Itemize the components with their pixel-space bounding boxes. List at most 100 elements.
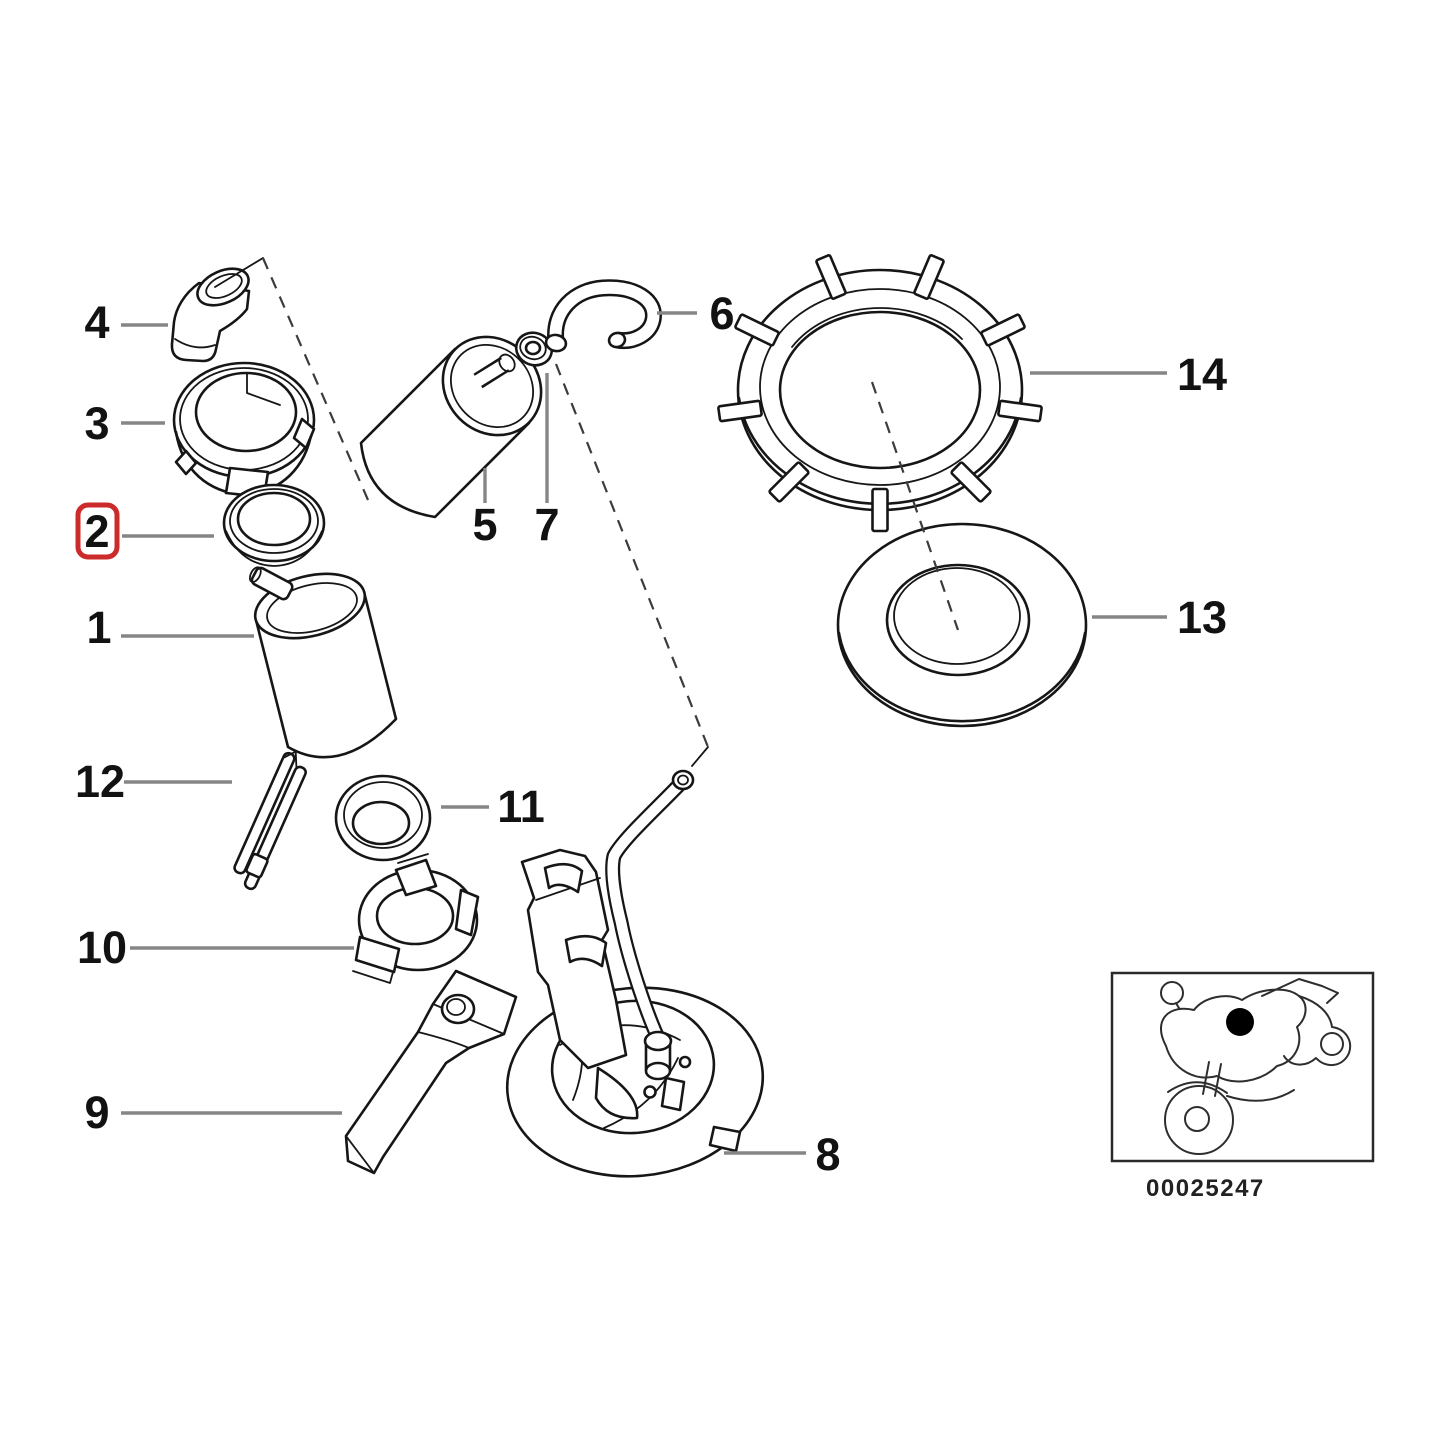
- seal-skirt: [837, 631, 1087, 723]
- axis-dashed-rings: [870, 381, 960, 631]
- fitting-bolt-1: [643, 1085, 657, 1099]
- part-label-2[interactable]: 2: [84, 506, 109, 557]
- part-label-13[interactable]: 13: [1177, 592, 1227, 643]
- mirror: [1160, 981, 1184, 1005]
- grommet-inner: [351, 800, 411, 846]
- rear-cowl: [1283, 995, 1351, 1066]
- callouts: 4 3 2 1 12 11 10 9: [75, 288, 1227, 1180]
- callout-6[interactable]: 6: [657, 288, 735, 339]
- tab: [815, 254, 847, 300]
- collar-tab-right: [292, 417, 316, 450]
- flange-stub: [708, 1125, 742, 1153]
- bracket-outline: [344, 969, 518, 1175]
- part-9-support-bracket: [344, 969, 518, 1175]
- tab: [768, 461, 810, 503]
- part-4-elbow-hose: [170, 267, 251, 363]
- bracket-hole-inner: [446, 998, 466, 1016]
- vehicle-thumbnail: 00025247: [1110, 971, 1375, 1202]
- part-14-lock-ring: [717, 254, 1043, 533]
- part-label-6[interactable]: 6: [709, 288, 734, 339]
- front-fender: [1167, 1081, 1228, 1094]
- pipe-opening-inner: [677, 774, 689, 786]
- part-label-9[interactable]: 9: [84, 1087, 109, 1138]
- tab: [734, 313, 780, 347]
- callout-4[interactable]: 4: [84, 297, 168, 348]
- axis-tick-part-4: [214, 257, 264, 288]
- part-label-1[interactable]: 1: [86, 602, 111, 653]
- nipple-body: [250, 566, 294, 601]
- filter-face-rim: [449, 343, 535, 429]
- motorcycle-sketch-icon: [1160, 978, 1351, 1155]
- hose-end-right: [607, 331, 627, 349]
- lockring-rim: [759, 288, 1001, 486]
- tab: [717, 399, 763, 423]
- fitting-bolt-2: [678, 1055, 692, 1069]
- flange-fan-3: [603, 1057, 679, 1129]
- part-label-5[interactable]: 5: [472, 499, 497, 550]
- part-label-8[interactable]: 8: [815, 1129, 840, 1180]
- bracket-slot-top: [543, 862, 584, 894]
- bracket-slot-mid: [564, 934, 608, 968]
- selected-part-highlight-box: [75, 502, 120, 560]
- callout-10[interactable]: 10: [77, 922, 354, 973]
- clamp-tab-right: [454, 888, 480, 937]
- tab: [997, 399, 1043, 423]
- fitting-cap-2: [644, 1061, 672, 1081]
- flange-fittings: [643, 1030, 692, 1112]
- ring-mid: [229, 488, 319, 554]
- callout-11[interactable]: 11: [441, 781, 545, 832]
- callout-13[interactable]: 13: [1092, 592, 1227, 643]
- pump-top-rim: [266, 582, 358, 634]
- callout-14[interactable]: 14: [1030, 349, 1227, 400]
- callout-3[interactable]: 3: [84, 398, 165, 449]
- clip-tip: [283, 750, 298, 769]
- windscreen: [1261, 978, 1339, 1004]
- callout-9[interactable]: 9: [84, 1087, 342, 1138]
- part-5-fuel-filter: [359, 335, 543, 519]
- part-label-11[interactable]: 11: [497, 781, 545, 832]
- part-label-4[interactable]: 4: [84, 297, 109, 348]
- part-13-tank-seal: [836, 522, 1088, 728]
- part-label-14[interactable]: 14: [1177, 349, 1227, 400]
- part-6-curved-hose: [544, 279, 662, 353]
- hose-fill: [549, 281, 660, 347]
- washer-mid: [519, 335, 547, 361]
- clamp-top-edge: [397, 853, 429, 864]
- clip-hook: [245, 852, 269, 879]
- part-1-fuel-pump: [248, 566, 398, 759]
- tank-location-dot: [1226, 1008, 1254, 1036]
- part-2-sealing-ring: [222, 483, 326, 567]
- ring-inner: [236, 491, 312, 547]
- callout-12[interactable]: 12: [75, 756, 232, 807]
- bracket-fold: [535, 877, 601, 901]
- hose-end-left: [544, 333, 568, 353]
- elbow-end-cap: [174, 338, 216, 349]
- collar-tab-left: [174, 449, 198, 476]
- part-12-retaining-clip: [233, 750, 307, 891]
- callout-1[interactable]: 1: [86, 602, 254, 653]
- lockring-opening: [778, 310, 982, 470]
- callout-5[interactable]: 5: [472, 468, 498, 550]
- tab: [950, 461, 992, 503]
- part-label-12[interactable]: 12: [75, 756, 125, 807]
- filter-stub-cap: [498, 353, 516, 373]
- part-10-clamp-holder: [352, 853, 480, 984]
- clamp-tab-left-edge: [352, 959, 394, 984]
- part-label-10[interactable]: 10: [77, 922, 127, 973]
- lockring-tabs: [717, 254, 1043, 533]
- fitting-cap-1: [643, 1030, 673, 1052]
- part-label-7[interactable]: 7: [534, 499, 559, 550]
- pump-nipple: [248, 566, 294, 601]
- callout-2[interactable]: 2: [75, 502, 214, 560]
- callout-7[interactable]: 7: [534, 373, 560, 550]
- seal-inner-rim: [893, 567, 1021, 665]
- nipple-cap: [248, 566, 262, 583]
- fitting-block: [660, 1076, 686, 1112]
- tab: [980, 313, 1026, 347]
- part-label-3[interactable]: 3: [84, 398, 109, 449]
- callout-8[interactable]: 8: [724, 1129, 841, 1180]
- rear-cowl-inner: [1320, 1032, 1344, 1056]
- part-3-collar-ring: [172, 361, 316, 499]
